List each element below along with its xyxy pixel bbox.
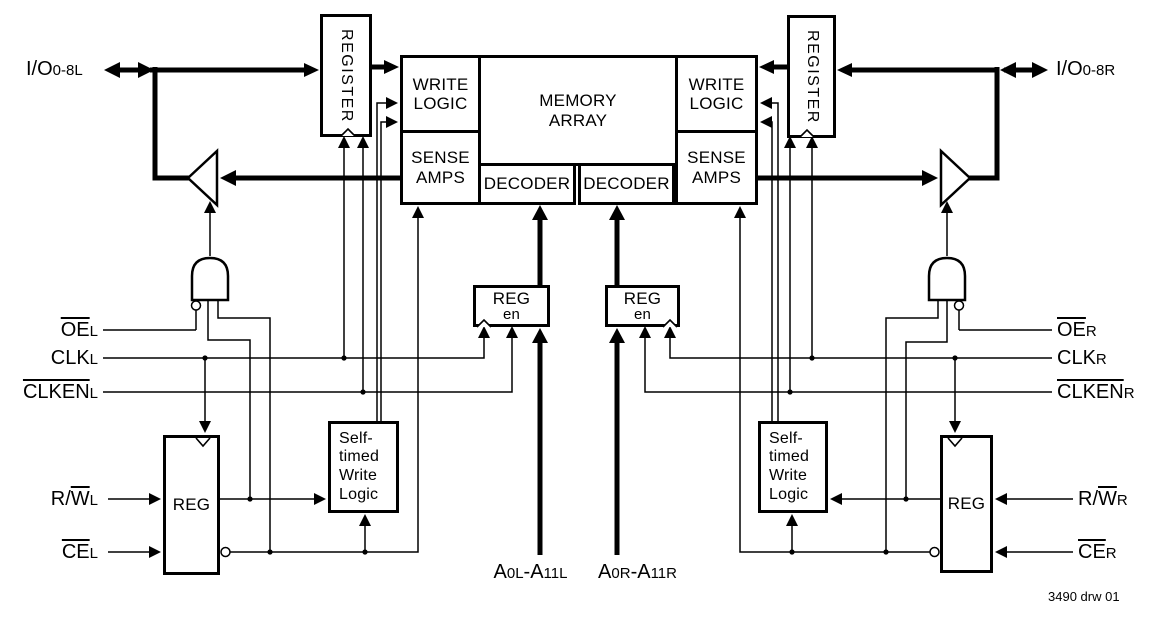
gate-ce-input-left xyxy=(217,300,271,552)
inverter-bubble-ce-left xyxy=(220,546,231,558)
label-io-right: I/O0-8R xyxy=(1056,58,1116,80)
write-logic-right: WRITE LOGIC xyxy=(675,55,758,133)
output-buffer-right xyxy=(939,148,972,208)
label-ce-left: CEL xyxy=(61,541,98,563)
self-timed-write-logic-left: Self- timed Write Logic xyxy=(328,421,399,513)
label-clken-left: CLKENL xyxy=(22,381,98,403)
inverter-bubble xyxy=(190,300,202,311)
label-address-right: A0R-A11R xyxy=(598,561,677,583)
control-register-left: REG xyxy=(163,435,220,575)
junction-dots xyxy=(202,355,958,555)
label-address-left: A0L-A11L xyxy=(493,561,568,583)
label-clken-right: CLKENR xyxy=(1057,381,1135,403)
address-register-left-enable: en xyxy=(502,306,521,323)
io-register-left: REGISTER xyxy=(320,14,372,137)
label-clk-right: CLKR xyxy=(1057,347,1107,369)
gate-ce-input-right xyxy=(885,300,939,552)
io-bus-left xyxy=(118,67,309,181)
address-register-left-label: REG xyxy=(492,289,531,308)
inverter-bubble-ce-right xyxy=(929,546,940,558)
io-bus-right xyxy=(852,67,1040,181)
address-register-left: REG en xyxy=(473,285,550,327)
control-register-right: REG xyxy=(940,435,993,573)
address-register-right-label: REG xyxy=(623,289,662,308)
label-rw-right: R/WR xyxy=(1078,488,1128,510)
memory-array: MEMORY ARRAY xyxy=(478,55,678,166)
and-gate-left xyxy=(190,256,230,311)
address-register-right-enable: en xyxy=(633,306,652,323)
decoder-left: DECODER xyxy=(478,163,576,205)
decoder-right: DECODER xyxy=(578,163,675,205)
address-register-right: REG en xyxy=(605,285,680,327)
label-oe-left: OEL xyxy=(60,319,98,341)
and-gate-right xyxy=(927,256,967,311)
label-ce-right: CER xyxy=(1078,541,1117,563)
label-oe-right: OER xyxy=(1057,319,1097,341)
oe-net-left xyxy=(103,310,197,331)
write-pulse-lines-right xyxy=(768,102,779,421)
io-register-right-label: REGISTER xyxy=(803,29,821,124)
sense-amps-left: SENSE AMPS xyxy=(400,130,481,205)
drawing-number: 3490 drw 01 xyxy=(1048,589,1120,604)
label-io-left: I/O0-8L xyxy=(26,58,83,80)
write-pulse-lines-left xyxy=(376,102,390,421)
label-rw-left: R/WL xyxy=(50,488,98,510)
inverter-bubble xyxy=(953,300,965,311)
sense-amps-right: SENSE AMPS xyxy=(675,130,758,205)
label-clk-left: CLKL xyxy=(50,347,98,369)
io-register-right: REGISTER xyxy=(787,15,836,138)
io-register-left-label: REGISTER xyxy=(337,28,355,123)
self-timed-write-logic-right: Self- timed Write Logic xyxy=(758,421,828,513)
oe-net-right xyxy=(958,310,1052,331)
output-buffer-left xyxy=(186,148,219,208)
write-logic-left: WRITE LOGIC xyxy=(400,55,481,133)
